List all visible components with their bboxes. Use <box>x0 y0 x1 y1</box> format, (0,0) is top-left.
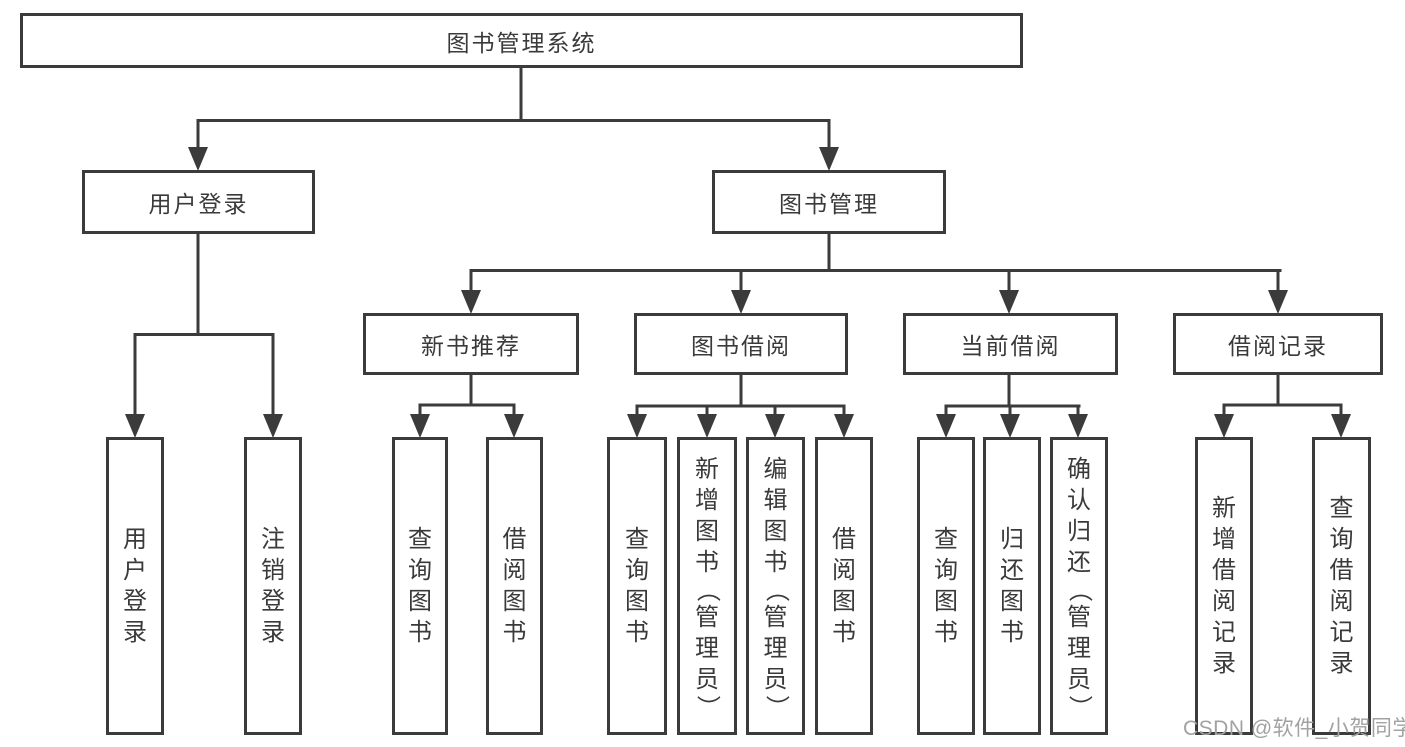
arrowhead-borrowing-borrow <box>834 414 854 438</box>
leaf-recommend-borrow-books: 借阅图书 <box>486 437 543 735</box>
arrowhead-book-borrowing <box>731 290 751 314</box>
arrowhead-logout-leaf <box>263 414 283 438</box>
leaf-borrowing-add-books-admin-label: 新增图书（管理员） <box>694 455 721 719</box>
leaf-recommend-borrow-books-label: 借阅图书 <box>502 526 527 646</box>
arrowhead-current-borrowing <box>999 290 1019 314</box>
leaf-borrowing-borrow-books: 借阅图书 <box>815 437 873 735</box>
node-root: 图书管理系统 <box>20 13 1023 68</box>
arrowhead-borrowing-edit <box>765 414 785 438</box>
leaf-borrowing-borrow-books-label: 借阅图书 <box>832 526 856 646</box>
csdn-watermark: CSDN @软件_小贺同学 <box>1183 717 1405 740</box>
leaf-current-query-books: 查询图书 <box>917 437 975 735</box>
leaf-records-query-record: 查询借阅记录 <box>1312 437 1371 735</box>
node-user-login: 用户登录 <box>82 170 315 234</box>
leaf-recommend-query-books: 查询图书 <box>392 437 448 735</box>
arrowhead-current-confirm <box>1068 414 1088 438</box>
leaf-current-return-books: 归还图书 <box>983 437 1041 735</box>
arrowhead-current-query <box>936 414 956 438</box>
arrowhead-user-login-leaf <box>125 414 145 438</box>
leaf-recommend-query-books-label: 查询图书 <box>408 526 432 646</box>
leaf-user-login-label: 用户登录 <box>123 526 147 646</box>
leaf-current-query-books-label: 查询图书 <box>934 526 958 646</box>
arrowhead-borrowing-add <box>697 414 717 438</box>
arrowhead-book-management <box>819 147 839 171</box>
arrowhead-records-add <box>1214 414 1234 438</box>
leaf-records-query-record-label: 查询借阅记录 <box>1329 495 1354 677</box>
leaf-logout-label: 注销登录 <box>261 526 285 646</box>
leaf-current-confirm-return-admin-label: 确认归还（管理员） <box>1066 455 1093 719</box>
arrowhead-borrowing-query <box>627 414 647 438</box>
leaf-logout: 注销登录 <box>244 437 302 735</box>
leaf-records-add-record: 新增借阅记录 <box>1195 437 1253 735</box>
leaf-user-login: 用户登录 <box>106 437 164 735</box>
leaf-records-add-record-label: 新增借阅记录 <box>1212 495 1236 677</box>
node-borrowing-records: 借阅记录 <box>1173 313 1383 375</box>
leaf-current-return-books-label: 归还图书 <box>1000 526 1024 646</box>
leaf-borrowing-add-books-admin: 新增图书（管理员） <box>677 437 737 735</box>
node-book-management: 图书管理 <box>712 170 946 234</box>
leaf-current-confirm-return-admin: 确认归还（管理员） <box>1050 437 1108 735</box>
leaf-borrowing-query-books: 查询图书 <box>607 437 667 735</box>
leaf-borrowing-query-books-label: 查询图书 <box>625 526 649 646</box>
node-book-borrowing: 图书借阅 <box>634 313 848 375</box>
arrowhead-recommend-borrow <box>504 414 524 438</box>
leaf-borrowing-edit-books-admin-label: 编辑图书（管理员） <box>762 455 790 719</box>
arrowhead-records-query <box>1331 414 1351 438</box>
arrowhead-current-return <box>1000 414 1020 438</box>
arrowhead-user-login <box>188 147 208 171</box>
arrowhead-borrowing-records <box>1268 290 1288 314</box>
arrowhead-new-book-recommend <box>461 290 481 314</box>
leaf-borrowing-edit-books-admin: 编辑图书（管理员） <box>746 437 805 735</box>
node-new-book-recommend: 新书推荐 <box>363 313 579 375</box>
node-current-borrowing: 当前借阅 <box>903 313 1118 375</box>
arrowhead-recommend-query <box>410 414 430 438</box>
